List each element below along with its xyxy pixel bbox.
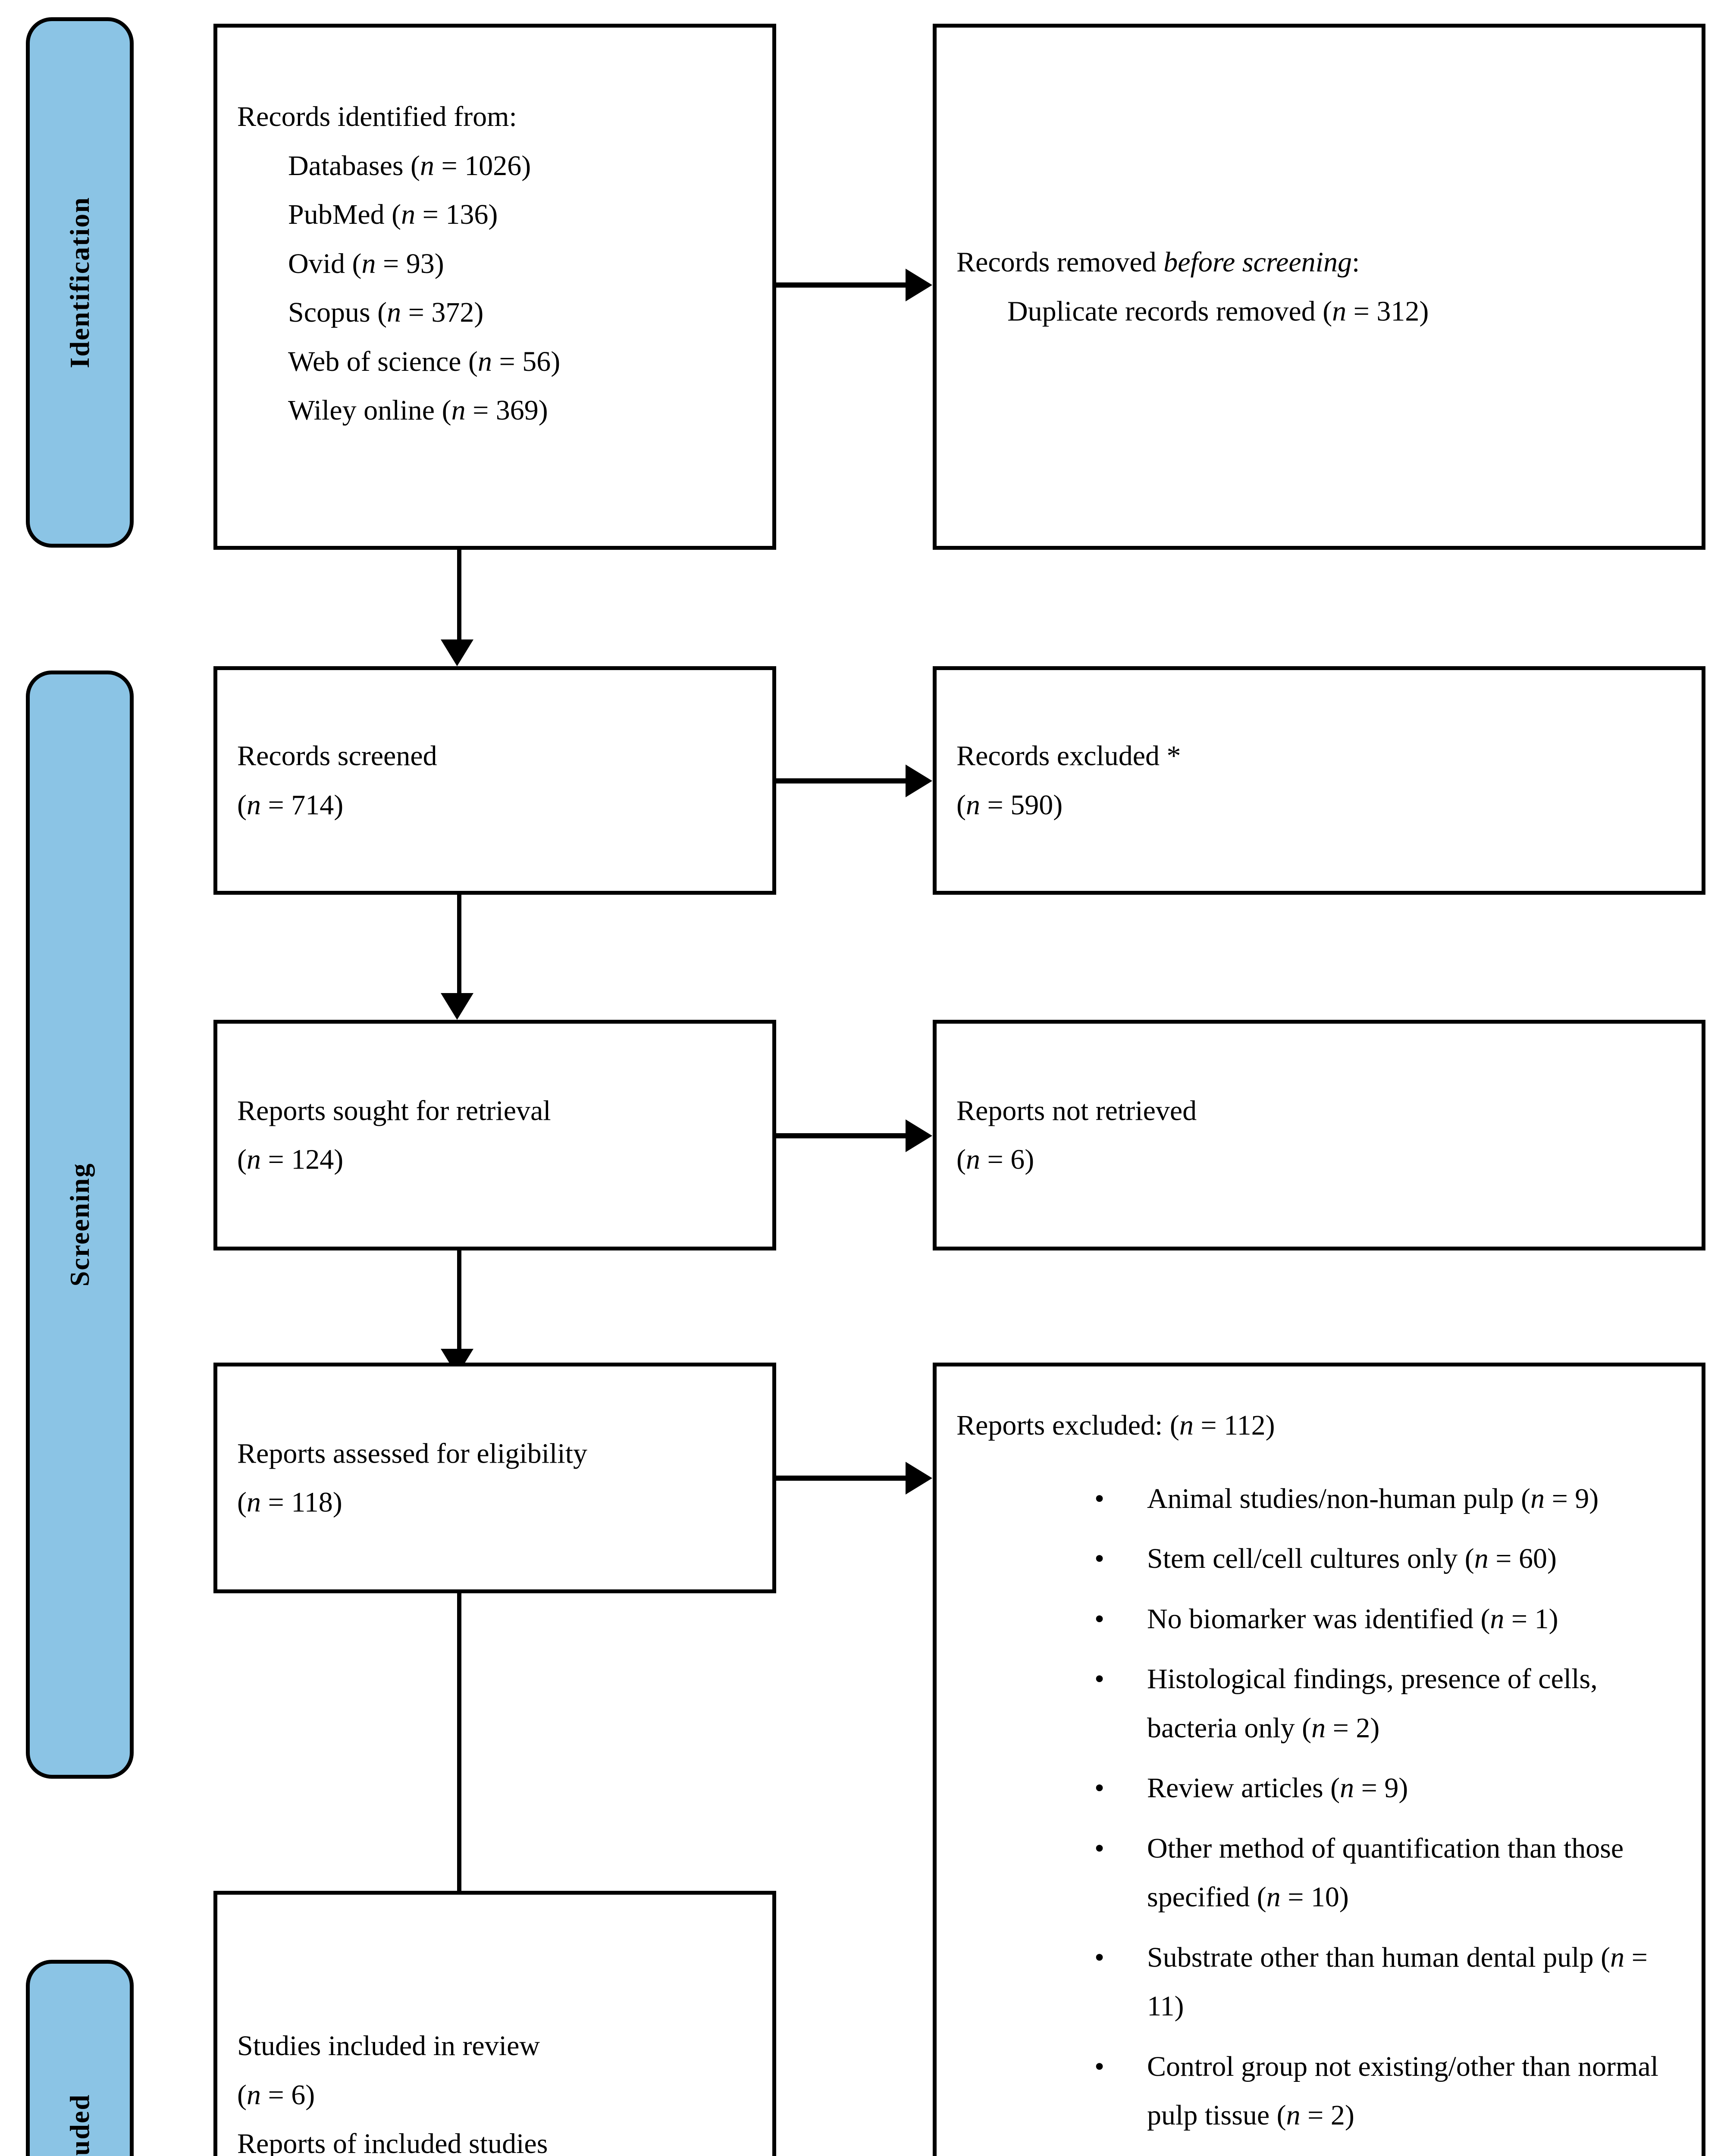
arrowhead-assessed-to-excluded — [906, 1462, 932, 1495]
connector-identified-to-screened — [457, 550, 461, 640]
records-excluded-box: Records excluded * (n = 590) — [933, 666, 1705, 895]
source-item-databases: Databases (n = 1026) — [288, 150, 531, 182]
list-item: • Studies realised before 2011 (n = 8) — [1094, 2151, 1682, 2156]
bullet-icon: • — [1094, 2050, 1105, 2082]
stage-label-included-text: Included — [64, 2094, 95, 2156]
reports-sought-count: (n = 124) — [237, 1144, 344, 1175]
arrowhead-identified-to-screened — [441, 639, 473, 666]
bullet-icon: • — [1094, 1941, 1105, 1973]
list-item-text: Other method of quantification than thos… — [1147, 1832, 1624, 1913]
reports-assessed-box: Reports assessed for eligibility (n = 11… — [213, 1363, 776, 1593]
list-item: • Histological findings, presence of cel… — [1094, 1655, 1682, 1752]
arrowhead-screened-to-sought — [441, 993, 473, 1020]
reports-assessed-count: (n = 118) — [237, 1486, 342, 1518]
bullet-icon: • — [1094, 1832, 1105, 1864]
studies-included-label: Studies included in review — [237, 2030, 540, 2062]
list-item-text: Substrate other than human dental pulp (… — [1147, 1941, 1648, 2022]
studies-included-box: Studies included in review (n = 6) Repor… — [213, 1891, 776, 2156]
bullet-icon: • — [1094, 1663, 1105, 1695]
reports-assessed-label: Reports assessed for eligibility — [237, 1437, 588, 1469]
connector-assessed-to-included — [457, 1593, 461, 1895]
reports-excluded-box: Reports excluded: (n = 112) • Animal stu… — [933, 1363, 1705, 2156]
reports-sought-label: Reports sought for retrieval — [237, 1094, 551, 1126]
list-item: • Control group not existing/other than … — [1094, 2042, 1682, 2140]
bullet-icon: • — [1094, 1603, 1105, 1635]
list-item: • No biomarker was identified (n = 1) — [1094, 1595, 1682, 1644]
list-item-text: Review articles (n = 9) — [1147, 1772, 1408, 1804]
records-removed-box: Records removed before screening: Duplic… — [933, 24, 1705, 550]
bullet-icon: • — [1094, 1543, 1105, 1575]
records-identified-heading: Records identified from: — [237, 101, 517, 132]
records-excluded-count: (n = 590) — [956, 789, 1063, 821]
records-removed-heading-italic: before screening — [1163, 246, 1352, 278]
records-screened-label: Records screened — [237, 740, 437, 772]
reports-not-retrieved-label: Reports not retrieved — [956, 1094, 1197, 1126]
records-identified-box: Records identified from: Databases (n = … — [213, 24, 776, 550]
list-item: • Review articles (n = 9) — [1094, 1764, 1682, 1813]
list-item-text: No biomarker was identified (n = 1) — [1147, 1603, 1558, 1635]
stage-label-included: Included — [26, 1960, 134, 2156]
records-removed-heading-pre: Records removed — [956, 246, 1164, 278]
records-removed-heading-post: : — [1352, 246, 1360, 278]
bullet-icon: • — [1094, 2151, 1104, 2156]
reports-included-label: Reports of included studies — [237, 2128, 548, 2156]
studies-included-count: (n = 6) — [237, 2079, 315, 2111]
stage-label-screening: Screening — [26, 671, 134, 1779]
list-item-text: Animal studies/non-human pulp (n = 9) — [1147, 1482, 1599, 1514]
reports-excluded-list: • Animal studies/non-human pulp (n = 9) … — [956, 1474, 1682, 2156]
list-item-text: Histological findings, presence of cells… — [1147, 1663, 1598, 1744]
source-item-wiley-online: Wiley online (n = 369) — [288, 395, 548, 426]
reports-excluded-heading: Reports excluded: (n = 112) — [956, 1410, 1275, 1441]
list-item-text: Control group not existing/other than no… — [1147, 2050, 1659, 2131]
bullet-icon: • — [1094, 1482, 1105, 1514]
list-item: • Substrate other than human dental pulp… — [1094, 1933, 1682, 2031]
connector-sought-to-assessed — [457, 1250, 461, 1350]
records-screened-box: Records screened (n = 714) — [213, 666, 776, 895]
records-excluded-label: Records excluded * — [956, 740, 1181, 772]
stage-label-identification: Identification — [26, 17, 134, 548]
arrowhead-screened-to-excluded — [906, 765, 932, 797]
list-item: • Stem cell/cell cultures only (n = 60) — [1094, 1534, 1682, 1583]
connector-screened-to-sought — [457, 895, 461, 994]
connector-sought-to-not-retrieved — [776, 1133, 906, 1138]
records-removed-heading: Records removed before screening: — [956, 238, 1682, 287]
records-screened-count: (n = 714) — [237, 789, 344, 821]
reports-sought-box: Reports sought for retrieval (n = 124) — [213, 1020, 776, 1250]
arrowhead-identified-to-removed — [906, 269, 932, 301]
arrowhead-sought-to-not-retrieved — [906, 1119, 932, 1152]
reports-not-retrieved-count: (n = 6) — [956, 1144, 1034, 1175]
list-item: • Animal studies/non-human pulp (n = 9) — [1094, 1474, 1682, 1523]
connector-identified-to-removed — [776, 282, 906, 288]
duplicate-records-removed: Duplicate records removed (n = 312) — [1007, 295, 1429, 327]
stage-label-screening-text: Screening — [64, 1163, 95, 1287]
source-item-web-of-science: Web of science (n = 56) — [288, 345, 561, 377]
source-item-ovid: Ovid (n = 93) — [288, 248, 444, 279]
source-item-pubmed: PubMed (n = 136) — [288, 199, 498, 231]
list-item-text: Stem cell/cell cultures only (n = 60) — [1147, 1543, 1557, 1575]
reports-not-retrieved-box: Reports not retrieved (n = 6) — [933, 1020, 1705, 1250]
list-item: • Other method of quantification than th… — [1094, 1824, 1682, 1922]
source-item-scopus: Scopus (n = 372) — [288, 297, 484, 329]
connector-screened-to-excluded — [776, 778, 906, 783]
stage-label-identification-text: Identification — [64, 197, 95, 368]
bullet-icon: • — [1094, 1772, 1105, 1804]
connector-assessed-to-excluded — [776, 1476, 906, 1481]
